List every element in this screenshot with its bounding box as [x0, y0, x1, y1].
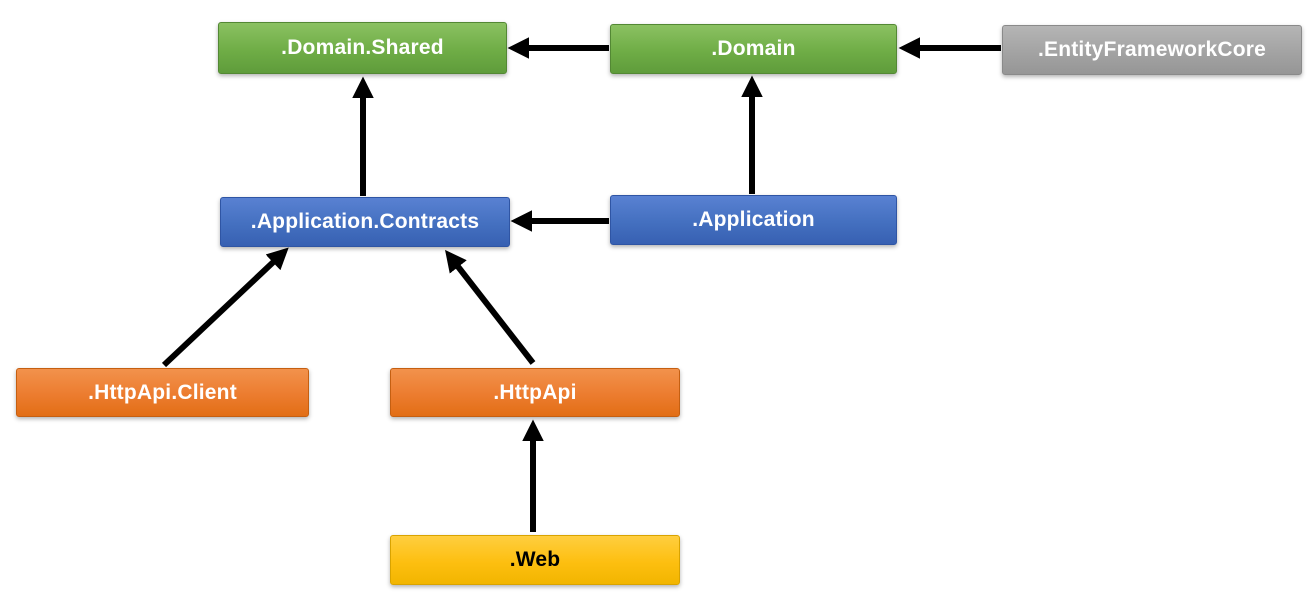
node-domain-shared: .Domain.Shared [218, 22, 507, 74]
node-httpapi-client: .HttpApi.Client [16, 368, 309, 417]
arrow-httpapi-client-to-application-contracts [161, 247, 289, 368]
node-entity-framework-core: .EntityFrameworkCore [1002, 25, 1302, 75]
node-application-contracts: .Application.Contracts [220, 197, 510, 247]
node-web: .Web [390, 535, 680, 585]
arrow-httpapi-to-application-contracts [445, 249, 536, 365]
node-application: .Application [610, 195, 897, 245]
node-domain: .Domain [610, 24, 897, 74]
node-httpapi: .HttpApi [390, 368, 680, 417]
